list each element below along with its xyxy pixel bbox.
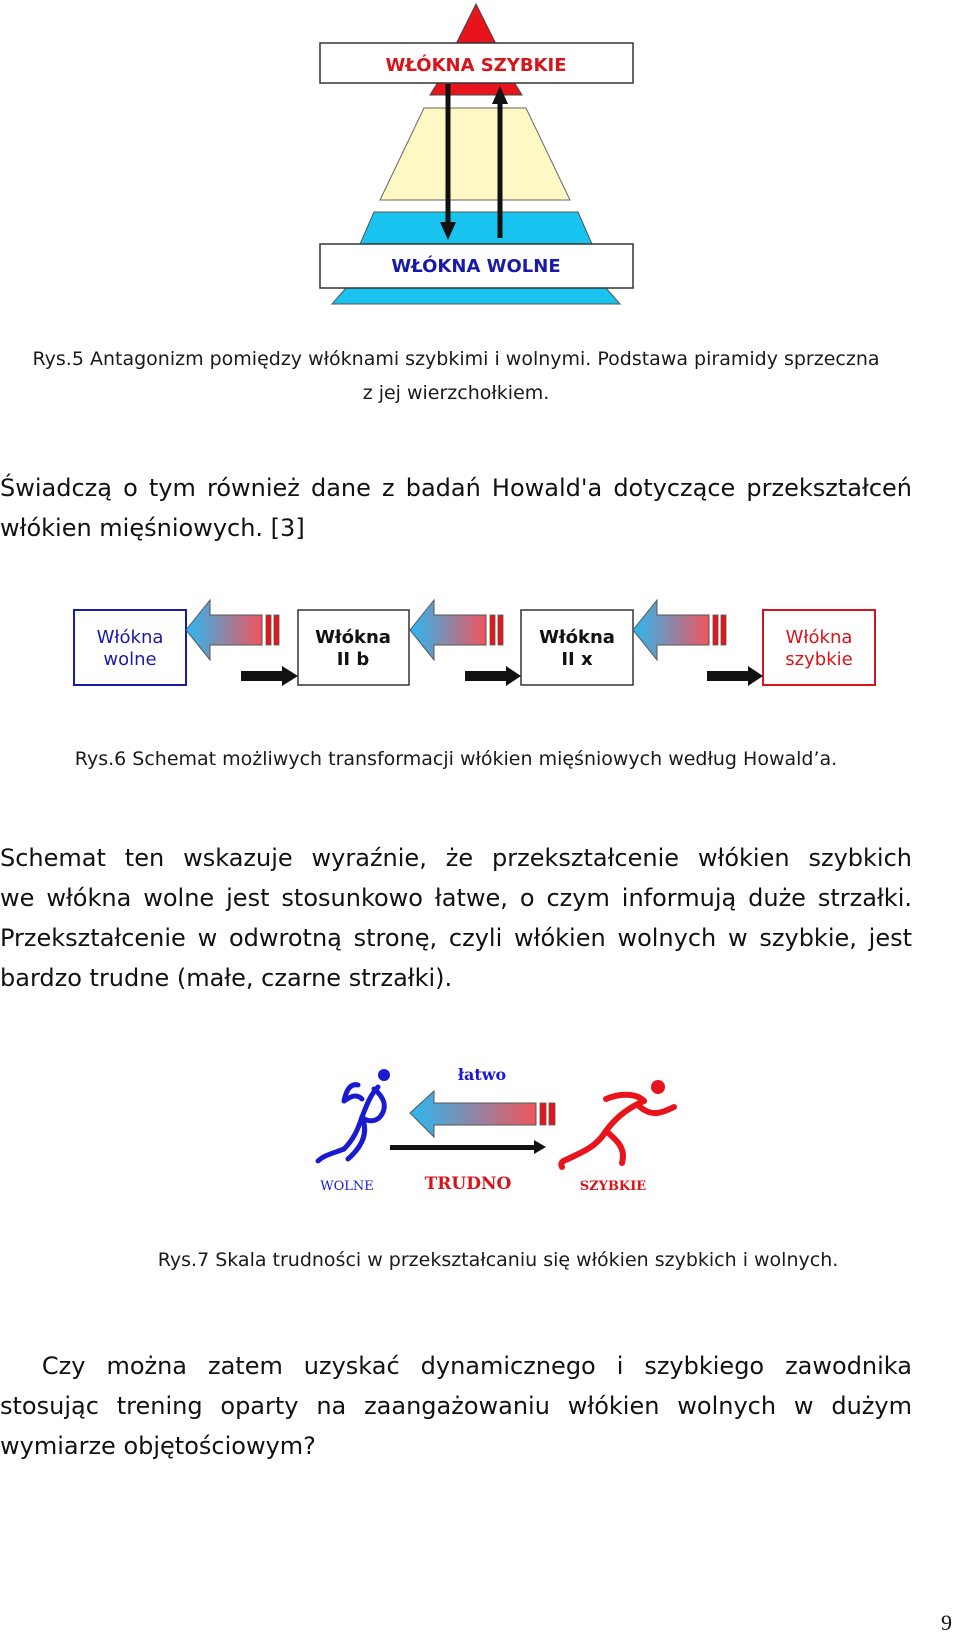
big-arrow-2 [409, 598, 504, 662]
slow-label: WOLNE [320, 1179, 374, 1194]
pyramid-top-red-lower [429, 81, 523, 96]
box-iix [520, 609, 634, 686]
figure5-caption-line2: z jej wierzchołkiem. [362, 382, 550, 404]
box-iib-line2: II b [337, 649, 370, 670]
paragraph-3: Czy można zatem uzyskać dynamicznego i s… [0, 1346, 912, 1466]
slow-fibers-label: WŁÓKNA WOLNE [391, 255, 560, 277]
pyramid-base-cyan [330, 287, 622, 305]
box-fast [762, 609, 876, 686]
paragraph-2-line2: we włókna wolne jest stosunkowo łatwe, o… [0, 884, 912, 912]
box-iib-line1: Włókna [315, 627, 391, 648]
easy-label: łatwo [458, 1065, 507, 1084]
pyramid-top-red [455, 2, 497, 45]
small-arrow-3 [707, 666, 763, 686]
transformation-schema: Włókna wolne Włókna II b Włókna II x Włó… [73, 598, 876, 686]
box-iix-line1: Włókna [539, 627, 615, 648]
paragraph-2-line1: Schemat ten wskazuje wyraźnie, że przeks… [0, 844, 912, 872]
hard-label: TRUDNO [425, 1174, 512, 1194]
box-fast-line1: Włókna [786, 627, 853, 648]
paragraph-1-line1: Świadczą o tym również dane z badań Howa… [0, 474, 912, 502]
box-iib [297, 609, 410, 686]
arrow-down-head [440, 222, 456, 240]
difficulty-scale-figure: łatwo TRUDNO WOLNE SZYBKIE [315, 1065, 677, 1194]
paragraph-2-line4: bardzo trudne (małe, czarne strzałki). [0, 964, 453, 992]
page-number: 9 [941, 1610, 952, 1635]
box-slow-line2: wolne [103, 649, 156, 670]
fast-fibers-label: WŁÓKNA SZYBKIE [386, 54, 567, 76]
big-arrow-3 [632, 598, 727, 662]
easy-arrow [409, 1089, 556, 1139]
figure5-caption: Rys.5 Antagonizm pomiędzy włóknami szybk… [0, 342, 912, 410]
arrow-up-head [492, 86, 508, 104]
paragraph-3-line1: Czy można zatem uzyskać dynamicznego i s… [0, 1352, 912, 1380]
figure6-caption: Rys.6 Schemat możliwych transformacji wł… [74, 748, 838, 770]
fast-fibers-box [319, 42, 634, 84]
slow-fibers-box [319, 243, 634, 289]
pyramid-middle-cream [379, 107, 571, 201]
small-arrow-1 [241, 666, 298, 686]
small-arrow-2 [465, 666, 521, 686]
figure5-caption-line1: Rys.5 Antagonizm pomiędzy włóknami szybk… [32, 348, 880, 370]
paragraph-1-line2: włókien mięśniowych. [3] [0, 514, 305, 542]
slow-runner-icon [315, 1069, 390, 1164]
paragraph-3-line2: stosując trening oparty na zaangażowaniu… [0, 1392, 912, 1420]
pyramid-figure: WŁÓKNA SZYBKIE WŁÓKNA WOLNE [319, 2, 634, 305]
box-slow [73, 609, 187, 686]
figure7-caption: Rys.7 Skala trudności w przekształcaniu … [157, 1249, 839, 1271]
hard-arrow [390, 1140, 546, 1154]
pyramid-bottom-cyan [359, 211, 593, 245]
box-iix-line2: II x [561, 649, 593, 670]
fast-label: SZYBKIE [580, 1179, 647, 1194]
paragraph-1: Świadczą o tym również dane z badań Howa… [0, 468, 912, 548]
paragraph-2: Schemat ten wskazuje wyraźnie, że przeks… [0, 838, 912, 998]
box-fast-line2: szybkie [785, 649, 852, 670]
paragraph-3-line3: wymiarze objętościowym? [0, 1432, 316, 1460]
box-slow-line1: Włókna [97, 627, 164, 648]
fast-runner-icon [558, 1080, 677, 1170]
big-arrow-1 [185, 598, 280, 662]
paragraph-2-line3: Przekształcenie w odwrotną stronę, czyli… [0, 924, 912, 952]
